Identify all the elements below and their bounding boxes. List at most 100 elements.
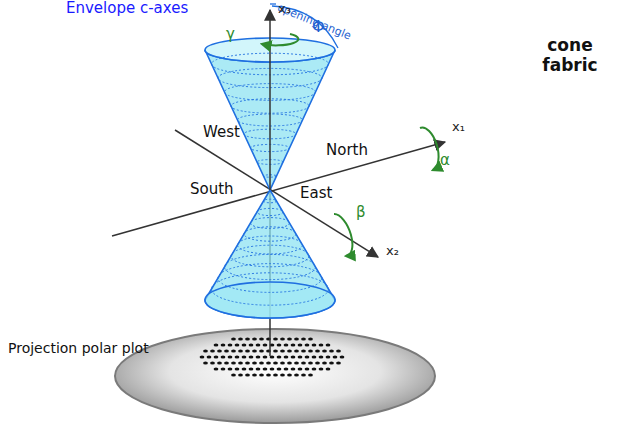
pole-dot: [319, 368, 324, 371]
cone-ring: [238, 236, 303, 254]
pole-dot: [238, 374, 243, 377]
cone-ring: [244, 227, 296, 241]
pole-dot: [221, 344, 226, 347]
pole-dot: [287, 362, 292, 365]
angle-tick: [270, 3, 276, 4]
pole-dot: [301, 338, 306, 341]
pole-dot: [259, 338, 264, 341]
pole-dot: [249, 368, 254, 371]
pole-dot: [228, 368, 233, 371]
angle-symbol: Φ: [312, 18, 325, 36]
pole-dot: [287, 338, 292, 341]
pole-dot: [224, 362, 229, 365]
pole-dot: [277, 356, 282, 359]
pole-dot: [301, 374, 306, 377]
pole-dot: [266, 362, 271, 365]
pole-dot: [242, 344, 247, 347]
pole-dots: [200, 338, 345, 377]
rotation-symbol: β: [356, 204, 366, 221]
pole-dot: [228, 356, 233, 359]
lower-cone: [205, 190, 335, 318]
pole-dot: [231, 338, 236, 341]
pole-dot: [259, 362, 264, 365]
pole-dot: [200, 356, 205, 359]
direction-label: West: [203, 124, 240, 141]
pole-dot: [294, 338, 299, 341]
pole-dot: [252, 338, 257, 341]
pole-dot: [287, 374, 292, 377]
pole-dot: [329, 362, 334, 365]
pole-dot: [245, 374, 250, 377]
pole-dot: [224, 350, 229, 353]
pole-dot: [326, 368, 331, 371]
cone-ring: [264, 199, 277, 203]
pole-dot: [315, 362, 320, 365]
pole-dot: [280, 362, 285, 365]
pole-dot: [273, 350, 278, 353]
pole-dot: [242, 356, 247, 359]
pole-dot: [238, 350, 243, 353]
pole-dot: [312, 368, 317, 371]
pole-dot: [231, 350, 236, 353]
pole-dot: [252, 350, 257, 353]
pole-dot: [217, 362, 222, 365]
pole-dot: [252, 374, 257, 377]
pole-dot: [235, 344, 240, 347]
cone-ring: [218, 264, 322, 293]
pole-dot: [210, 350, 215, 353]
pole-dot: [329, 350, 334, 353]
pole-dot: [231, 362, 236, 365]
pole-dot: [301, 350, 306, 353]
rotation-alpha: [420, 128, 439, 170]
pole-dot: [273, 338, 278, 341]
pole-dot: [245, 338, 250, 341]
pole-dot: [256, 344, 261, 347]
pole-dot: [245, 362, 250, 365]
pole-dot: [270, 368, 275, 371]
pole-dot: [280, 374, 285, 377]
pole-dot: [298, 344, 303, 347]
pole-dot: [301, 362, 306, 365]
pole-dot: [312, 356, 317, 359]
pole-dot: [291, 356, 296, 359]
pole-dot: [277, 368, 282, 371]
pole-dot: [221, 368, 226, 371]
pole-dot: [326, 344, 331, 347]
fabric-title: cone fabric: [530, 36, 610, 75]
pole-dot: [214, 356, 219, 359]
pole-dot: [333, 356, 338, 359]
pole-dot: [277, 344, 282, 347]
pole-dot: [312, 344, 317, 347]
pole-dot: [280, 350, 285, 353]
pole-dot: [263, 356, 268, 359]
pole-dot: [284, 344, 289, 347]
pole-dot: [326, 356, 331, 359]
pole-dot: [259, 374, 264, 377]
pole-dot: [287, 350, 292, 353]
pole-dot: [322, 350, 327, 353]
pole-dot: [228, 344, 233, 347]
pole-dot: [308, 350, 313, 353]
pole-dot: [214, 344, 219, 347]
pole-dot: [305, 344, 310, 347]
rotation-symbol: γ: [226, 26, 235, 43]
pole-dot: [294, 350, 299, 353]
pole-dot: [284, 368, 289, 371]
axis-x3: [269, 10, 271, 190]
pole-dot: [256, 368, 261, 371]
pole-dot: [319, 344, 324, 347]
axis-label: x₁: [452, 120, 465, 135]
pole-dot: [340, 356, 345, 359]
lower-cone-rim: [205, 282, 335, 318]
pole-dot: [315, 350, 320, 353]
direction-label: East: [300, 185, 332, 202]
pole-dot: [252, 362, 257, 365]
pole-dot: [291, 344, 296, 347]
pole-dot: [217, 350, 222, 353]
rotation-beta: [334, 214, 352, 256]
pole-dot: [203, 350, 208, 353]
pole-dot: [308, 362, 313, 365]
pole-dot: [280, 338, 285, 341]
